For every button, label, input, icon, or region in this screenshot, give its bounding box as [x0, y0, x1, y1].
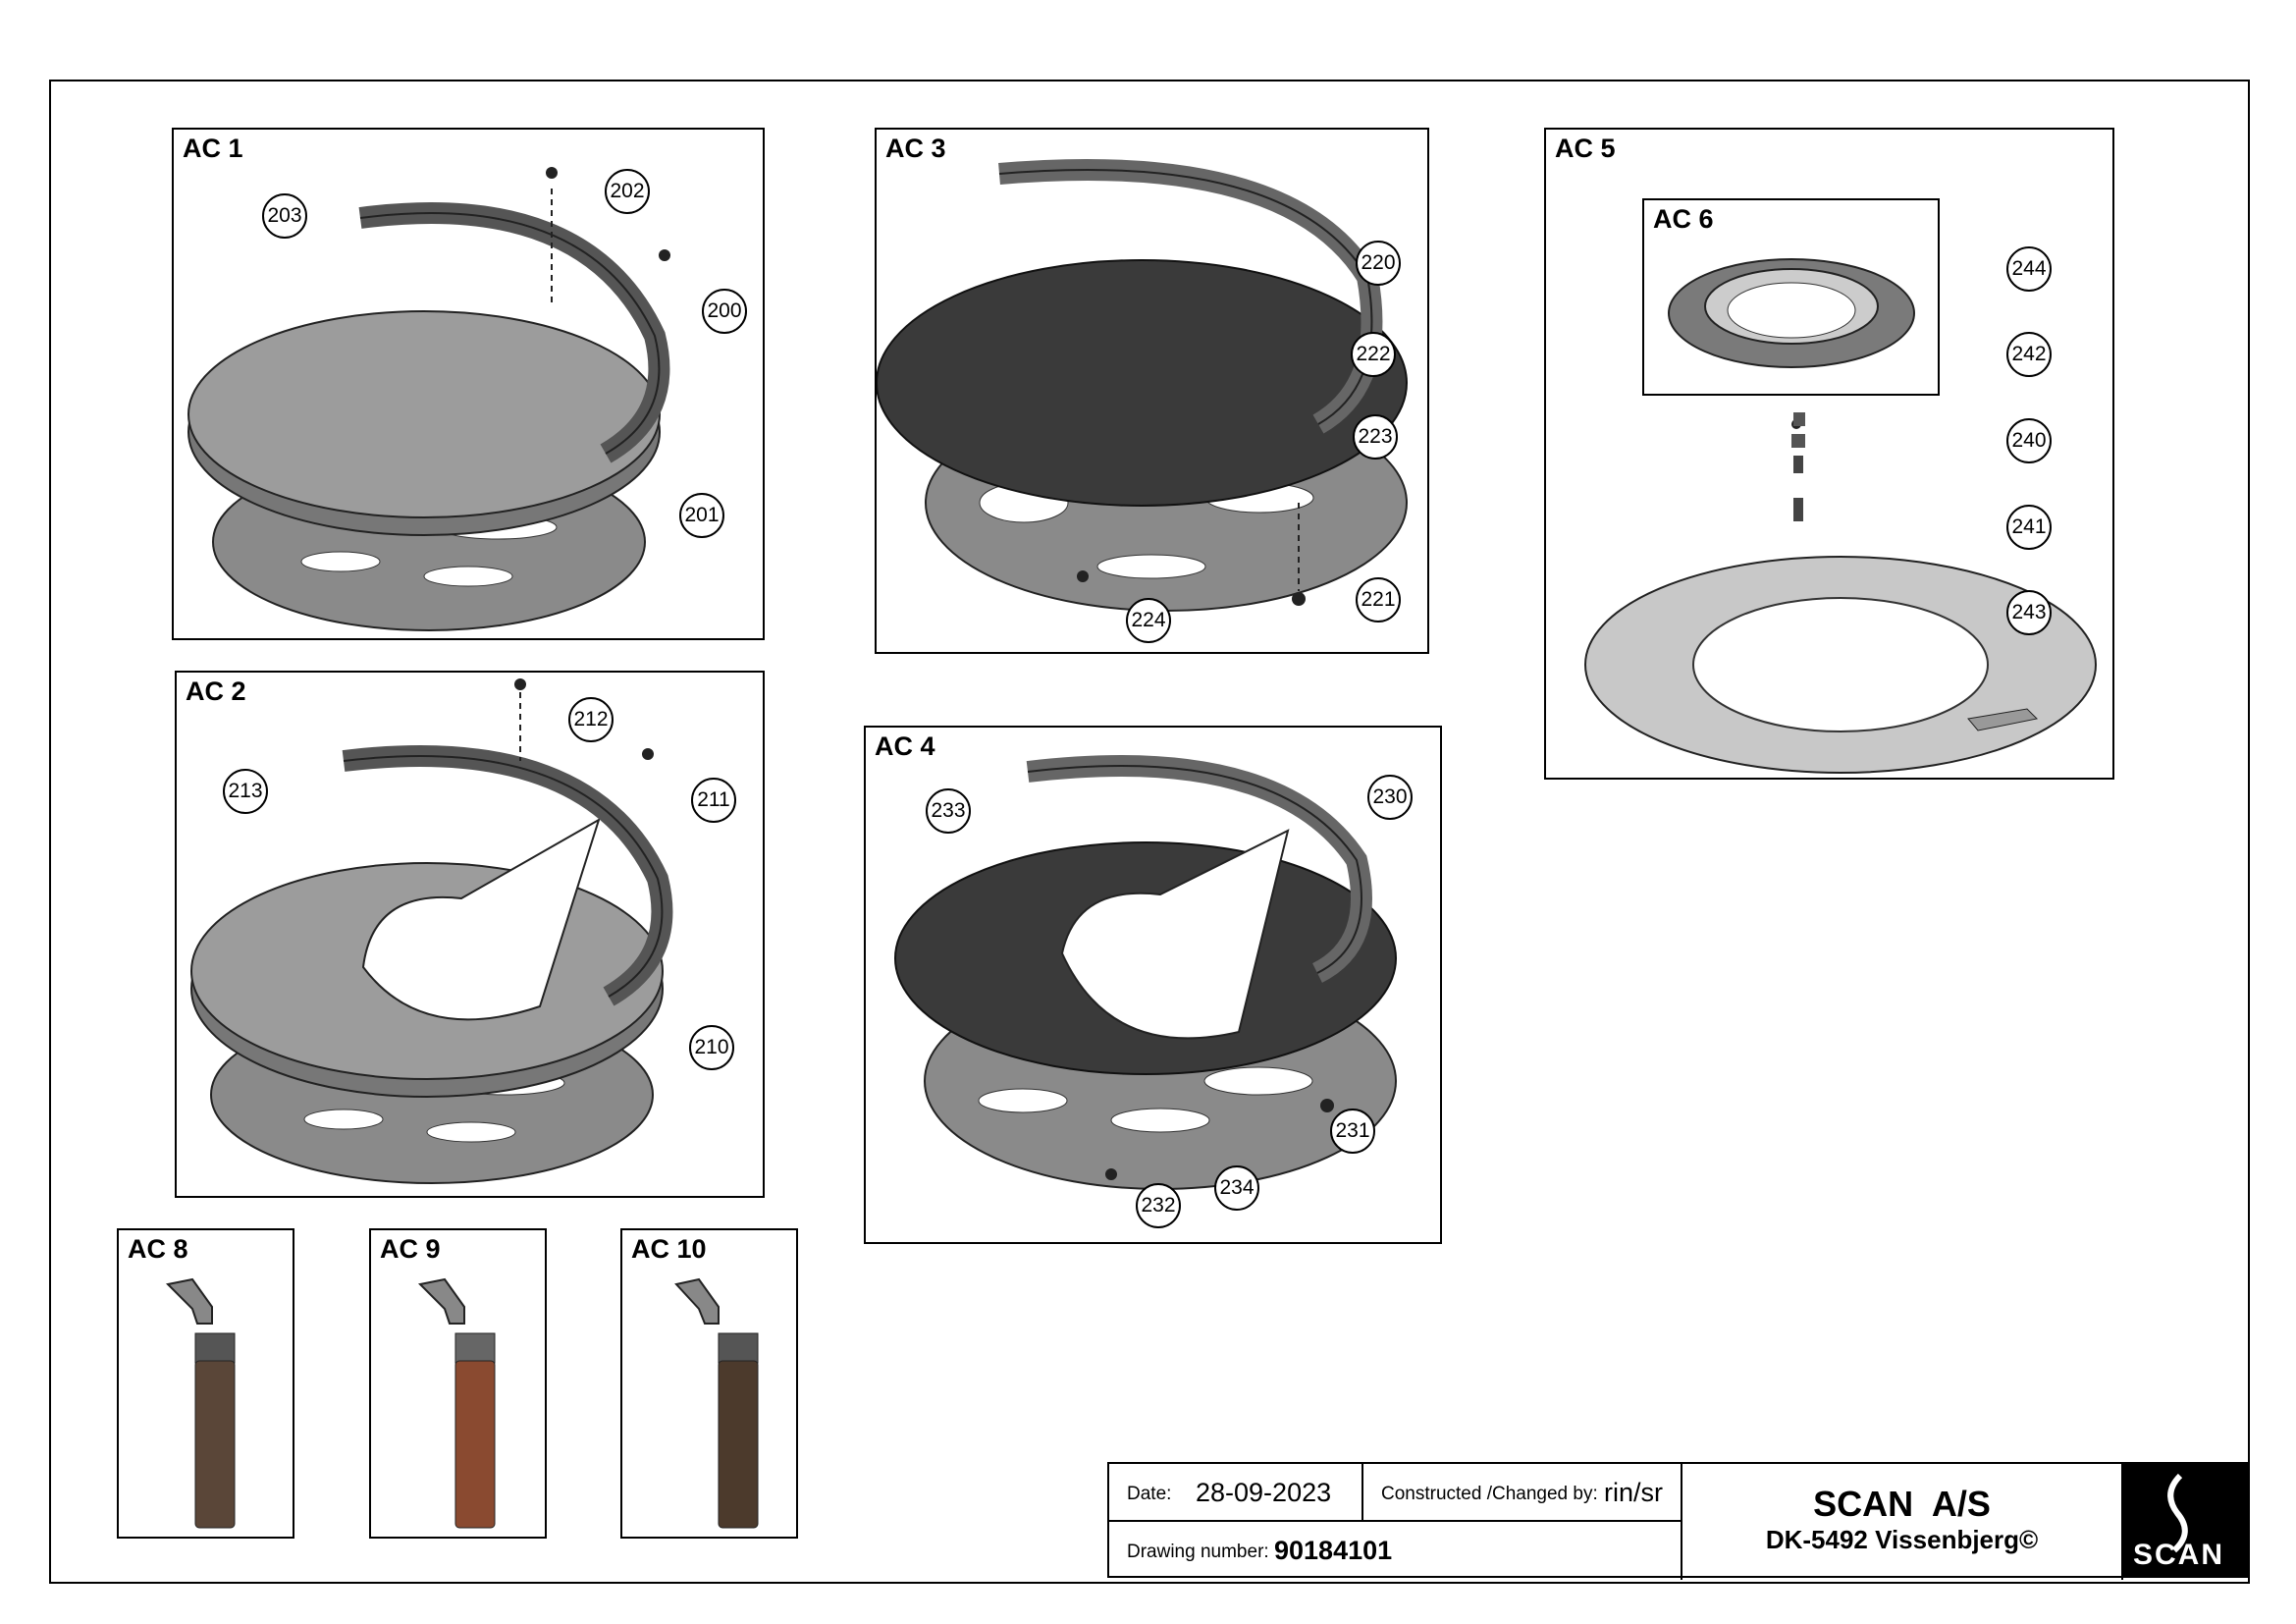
assembly-ac1-drawing: [187, 167, 670, 631]
handle-ac8-drawing: [165, 1277, 236, 1529]
panel-label: AC 6: [1653, 204, 1714, 234]
date-label: Date:: [1127, 1484, 1172, 1504]
callout-bubble: 240: [2006, 418, 2052, 463]
callout-bubble: 201: [679, 493, 724, 538]
callout-bubble: 234: [1214, 1165, 1259, 1211]
assembly-ac4-drawing: [894, 755, 1397, 1190]
assembly-ac5-drawing: [1584, 412, 2097, 774]
drawing-number-label: Drawing number:: [1127, 1542, 1269, 1562]
handle-ac10-drawing: [674, 1277, 759, 1529]
panel-ac1: AC 1: [172, 128, 765, 640]
handle-ac9-drawing: [417, 1277, 496, 1529]
logo-text: SCAN: [2133, 1539, 2225, 1571]
callout-bubble: 212: [568, 697, 614, 742]
panel-ac8: AC 8: [117, 1228, 294, 1539]
panel-label: AC 5: [1555, 134, 1616, 163]
panel-label: AC 3: [885, 134, 946, 163]
drawing-number-cell: Drawing number: 90184101: [1109, 1522, 1682, 1580]
date-cell: Date: 28-09-2023: [1109, 1464, 1363, 1522]
drawing-frame: [49, 80, 2250, 1584]
panel-ac6: AC 6: [1642, 198, 1940, 396]
callout-bubble: 242: [2006, 332, 2052, 377]
company-name: SCAN A/S: [1813, 1484, 1991, 1524]
callout-bubble: 244: [2006, 246, 2052, 292]
constructed-label: Constructed /Changed by:: [1381, 1484, 1598, 1504]
assembly-ac3-drawing: [877, 159, 1408, 612]
callout-bubble: 232: [1136, 1183, 1181, 1228]
scan-logo: SCAN: [2123, 1464, 2248, 1578]
callout-bubble: 230: [1367, 775, 1413, 820]
callout-bubble: 221: [1356, 577, 1401, 623]
panel-ac3: AC 3: [875, 128, 1429, 654]
assembly-ac2-drawing: [190, 678, 673, 1184]
constructed-cell: Constructed /Changed by: rin/sr: [1363, 1464, 1682, 1522]
company-cell: SCAN A/S DK-5492 Vissenbjerg©: [1682, 1464, 2123, 1580]
panel-label: AC 4: [875, 731, 935, 761]
panel-label: AC 8: [128, 1234, 188, 1264]
company-address: DK-5492 Vissenbjerg©: [1765, 1525, 2039, 1554]
callout-bubble: 233: [926, 788, 971, 834]
panel-label: AC 10: [631, 1234, 707, 1264]
callout-bubble: 203: [262, 193, 307, 239]
callout-bubble: 210: [689, 1025, 734, 1070]
scan-logo-mark: [2167, 1473, 2188, 1553]
panel-ac5: AC 5 AC 6: [1544, 128, 2114, 780]
constructed-value: rin/sr: [1604, 1478, 1663, 1507]
callout-bubble: 224: [1126, 598, 1171, 643]
title-block: Date: 28-09-2023 Constructed /Changed by…: [1107, 1462, 2248, 1580]
panel-ac9: AC 9: [369, 1228, 547, 1539]
callout-bubble: 213: [223, 769, 268, 814]
panel-label: AC 1: [183, 134, 243, 163]
callout-bubble: 241: [2006, 505, 2052, 550]
panel-ac10: AC 10: [620, 1228, 798, 1539]
panel-ac2: AC 2: [175, 671, 765, 1198]
drawing-number-value: 90184101: [1274, 1536, 1393, 1565]
date-value: 28-09-2023: [1196, 1478, 1332, 1507]
callout-bubble: 222: [1351, 332, 1396, 377]
callout-bubble: 202: [605, 169, 650, 214]
callout-bubble: 243: [2006, 590, 2052, 635]
panel-label: AC 2: [186, 677, 246, 706]
callout-bubble: 211: [691, 778, 736, 823]
callout-bubble: 223: [1353, 414, 1398, 460]
callout-bubble: 200: [702, 289, 747, 334]
panel-label: AC 9: [380, 1234, 441, 1264]
callout-bubble: 220: [1356, 241, 1401, 286]
callout-bubble: 231: [1330, 1109, 1375, 1154]
assembly-ac6-drawing: [1668, 258, 1915, 368]
